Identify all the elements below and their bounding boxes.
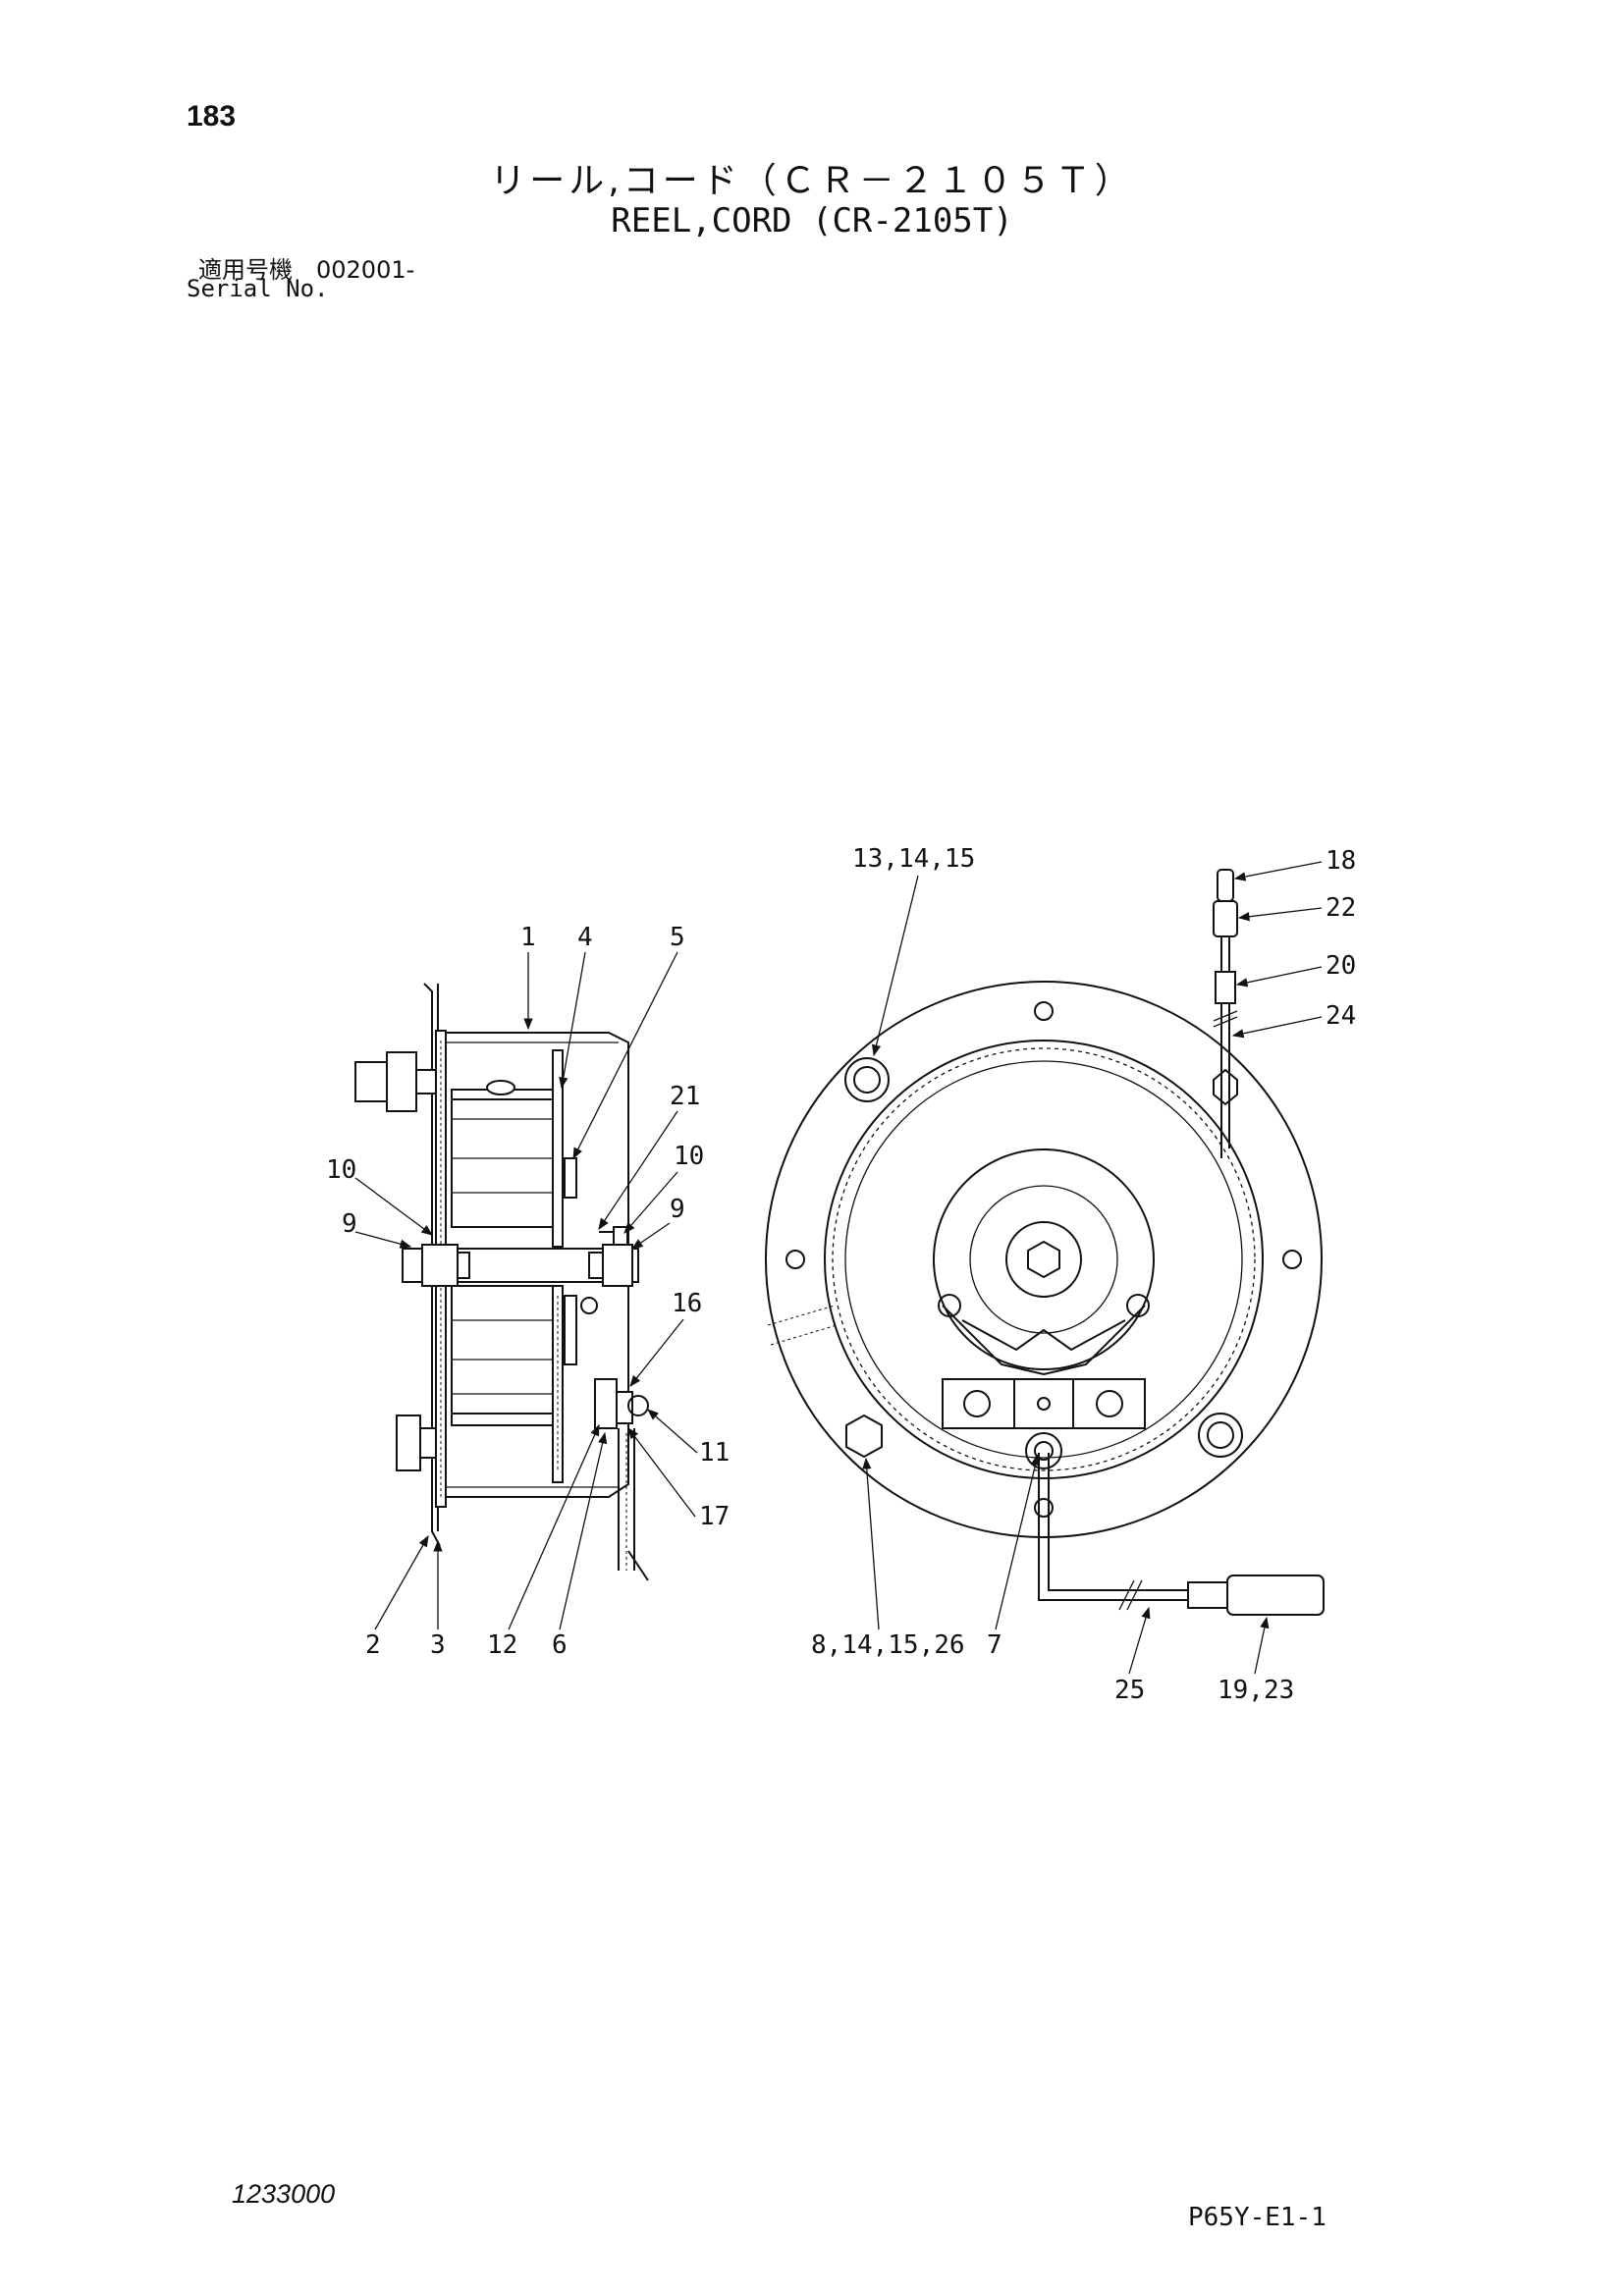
callout-7: 7 — [987, 1630, 1002, 1660]
side-view-callouts: 1 4 5 21 10 9 10 9 16 11 17 2 3 12 6 — [326, 923, 730, 1660]
callout-8-14-15-26: 8,14,15,26 — [811, 1630, 965, 1660]
callout-10-left: 10 — [326, 1155, 356, 1185]
callout-11: 11 — [699, 1438, 730, 1468]
callout-4: 4 — [577, 923, 593, 952]
serial-label-japanese: 適用号機 002001- — [198, 256, 415, 284]
callout-12: 12 — [487, 1630, 517, 1660]
callout-18: 18 — [1326, 846, 1356, 876]
callout-22: 22 — [1326, 893, 1356, 923]
front-view-callouts: 13,14,15 18 22 20 24 8,14,15,26 7 25 19,… — [811, 844, 1356, 1705]
callout-3: 3 — [430, 1630, 446, 1660]
callout-2: 2 — [365, 1630, 381, 1660]
title-english: REEL,CORD (CR-2105T) — [611, 201, 1013, 240]
callout-16: 16 — [672, 1289, 702, 1318]
document-number: 1233000 — [232, 2179, 336, 2209]
document-code: P65Y-E1-1 — [1188, 2203, 1326, 2232]
callout-25: 25 — [1114, 1676, 1145, 1705]
callout-5: 5 — [670, 923, 685, 952]
title-japanese: リール,コード（ＣＲ－２１０５Ｔ） — [490, 161, 1134, 201]
callout-24: 24 — [1326, 1001, 1356, 1031]
callout-20: 20 — [1326, 951, 1356, 981]
page-number: 183 — [187, 100, 237, 133]
callout-10-right: 10 — [674, 1142, 704, 1171]
callout-21: 21 — [670, 1082, 700, 1111]
callout-9-right: 9 — [670, 1195, 685, 1224]
callout-6: 6 — [552, 1630, 568, 1660]
callout-17: 17 — [699, 1502, 730, 1531]
callout-1: 1 — [520, 923, 536, 952]
callout-9-left: 9 — [342, 1209, 357, 1239]
serial-label-english: Serial No. — [187, 275, 329, 302]
side-view — [354, 983, 649, 1581]
front-view — [765, 869, 1325, 1616]
callout-13-14-15: 13,14,15 — [852, 844, 975, 874]
callout-19-23: 19,23 — [1218, 1676, 1294, 1705]
